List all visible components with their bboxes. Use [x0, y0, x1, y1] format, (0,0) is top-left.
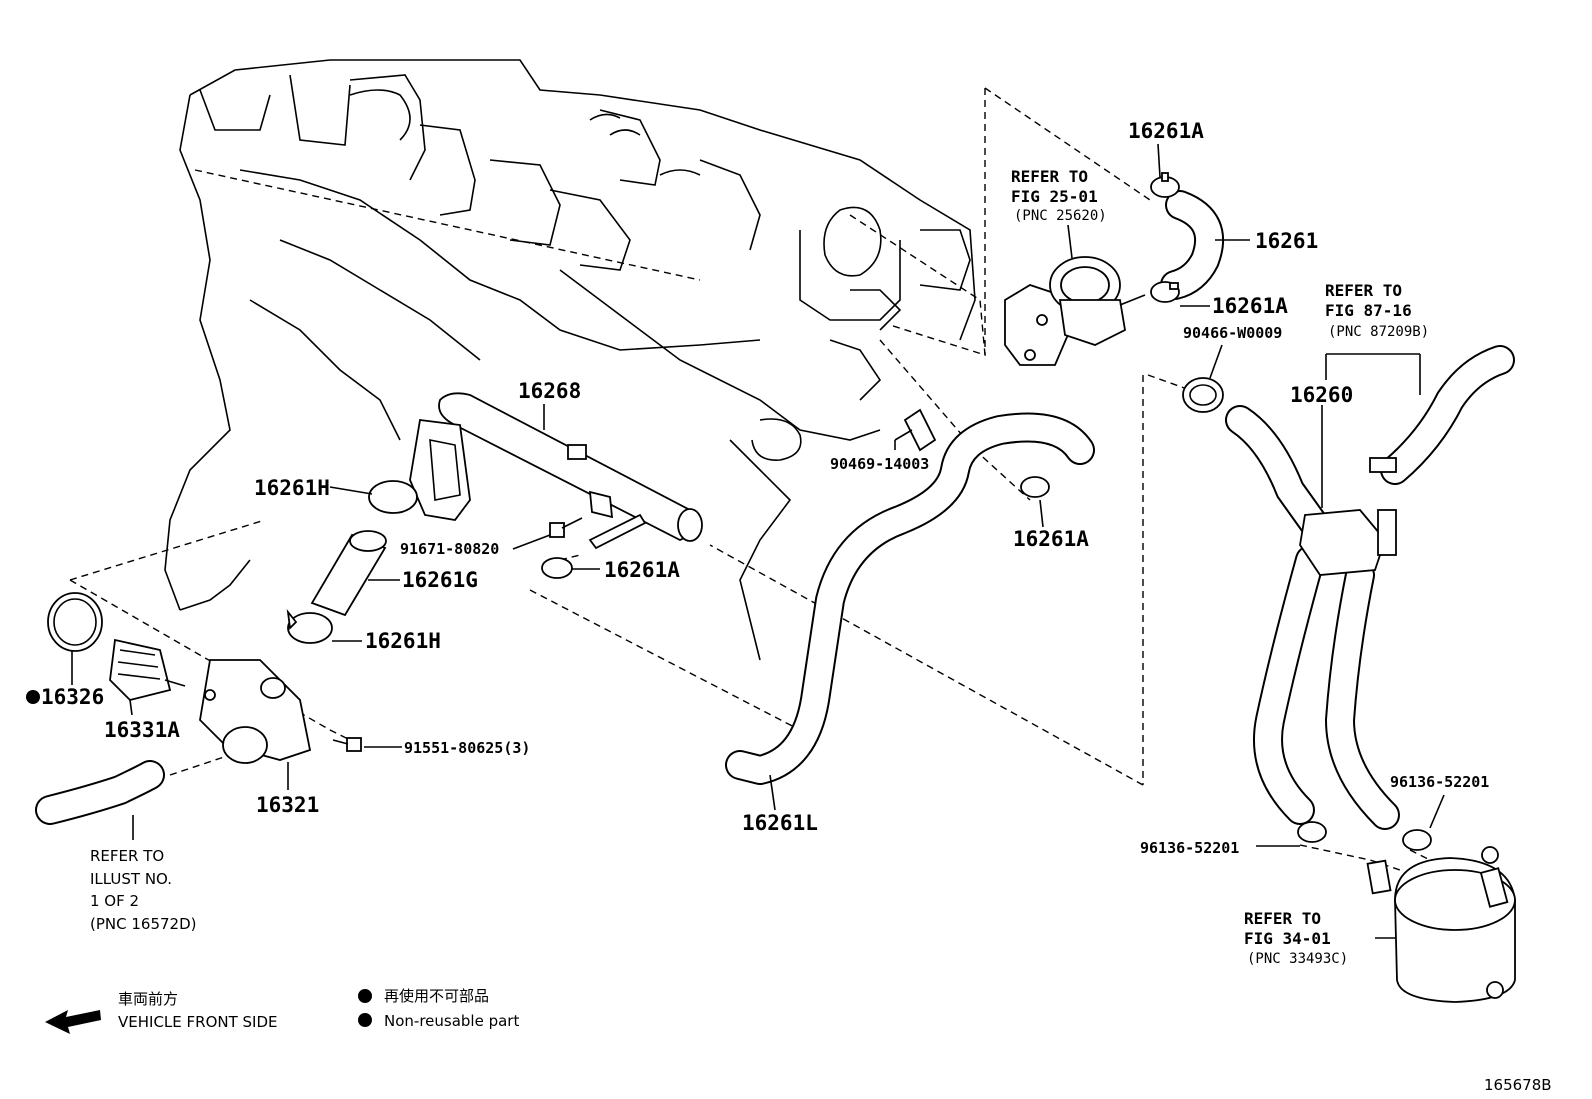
leader-lines [71, 143, 1445, 939]
legend-front-jp: 車両前方 [118, 990, 178, 1008]
clip-90469-14003 [903, 408, 937, 452]
clamp-16261A-lower [541, 557, 573, 579]
arrow-left-icon [45, 1010, 101, 1034]
label-16261L: 16261L [742, 811, 818, 835]
svg-text:(PNC 87209B): (PNC 87209B) [1328, 324, 1429, 340]
clamp-96136-52201-right [1402, 829, 1432, 851]
clamp-16261A-top [1150, 172, 1180, 198]
hose-16261 [1160, 190, 1224, 300]
water-inlet-16321 [199, 659, 312, 764]
svg-text:(PNC 33493C): (PNC 33493C) [1247, 951, 1348, 967]
legend-nonreuse-jp: 再使用不可部品 [384, 987, 489, 1005]
label-16261A-right: 16261A [1013, 527, 1089, 551]
label-16261G: 16261G [402, 568, 478, 592]
svg-text:REFER TO: REFER TO [1011, 167, 1088, 186]
legend-front-en: VEHICLE FRONT SIDE [118, 1013, 278, 1031]
filled-circle-icon [358, 989, 372, 1003]
oil-cooler-fig34 [1366, 846, 1516, 1003]
hose-16261L [725, 412, 1095, 785]
svg-text:REFER TO: REFER TO [90, 847, 164, 865]
label-91671-80820: 91671-80820 [400, 540, 499, 558]
clamp-16261A-mid [1150, 281, 1180, 303]
pipe-16268 [409, 392, 703, 542]
bolt-91671-80820 [549, 513, 647, 550]
label-90469-14003: 90469-14003 [830, 455, 929, 473]
figure-code: 165678B [1484, 1076, 1552, 1094]
svg-text:1 OF 2: 1 OF 2 [90, 892, 139, 910]
svg-text:FIG 87-16: FIG 87-16 [1325, 301, 1412, 320]
note-refer-fig34: REFER TO FIG 34-01 (PNC 33493C) [1244, 909, 1348, 967]
svg-text:(PNC 16572D): (PNC 16572D) [90, 915, 196, 933]
label-96136-52201-left: 96136-52201 [1140, 839, 1239, 857]
label-16261A-mid: 16261A [1212, 294, 1288, 318]
svg-text:REFER TO: REFER TO [1244, 909, 1321, 928]
label-16261H-lower: 16261H [365, 629, 441, 653]
engine-block-drawing [164, 59, 986, 661]
legend-nonreusable: 再使用不可部品 Non-reusable part [358, 987, 519, 1030]
note-refer-fig25: REFER TO FIG 25-01 (PNC 25620) [1011, 167, 1107, 224]
svg-text:FIG 34-01: FIG 34-01 [1244, 929, 1331, 948]
thermostat-16331A [109, 638, 186, 701]
svg-text:(PNC 25620): (PNC 25620) [1014, 208, 1107, 224]
bolt-91551-80625 [332, 737, 362, 752]
clamp-96136-52201-left [1297, 821, 1327, 843]
hose-refer-illust [35, 760, 165, 825]
label-16260: 16260 [1290, 383, 1353, 407]
dashed-reference-lines [69, 87, 1471, 881]
label-16321: 16321 [256, 793, 319, 817]
legend-vehicle-front: 車両前方 VEHICLE FRONT SIDE [45, 990, 278, 1034]
clamp-16261H-lower [286, 608, 333, 644]
label-16261A-top: 16261A [1128, 119, 1204, 143]
label-16261H-upper: 16261H [254, 476, 330, 500]
note-refer-fig87: REFER TO FIG 87-16 (PNC 87209B) [1325, 281, 1429, 340]
nonreusable-mark-16326 [26, 690, 40, 704]
label-90466-W0009: 90466-W0009 [1183, 324, 1282, 342]
label-91551-80625: 91551-80625(3) [404, 739, 530, 757]
label-96136-52201-right: 96136-52201 [1390, 773, 1489, 791]
legend-nonreuse-en: Non-reusable part [384, 1012, 519, 1030]
clamp-16261A-right [1020, 476, 1050, 498]
svg-text:ILLUST NO.: ILLUST NO. [90, 870, 172, 888]
clamp-90466-W0009 [1182, 377, 1224, 413]
label-16268: 16268 [518, 379, 581, 403]
note-refer-illust: REFER TO ILLUST NO. 1 OF 2 (PNC 16572D) [90, 847, 196, 933]
svg-text:REFER TO: REFER TO [1325, 281, 1402, 300]
filled-circle-icon [358, 1013, 372, 1027]
hose-16261G [310, 530, 387, 617]
gasket-16326 [47, 592, 103, 652]
label-16261: 16261 [1255, 229, 1318, 253]
label-16261A-lower: 16261A [604, 558, 680, 582]
clamp-16261H-upper [368, 480, 418, 514]
valve-unit-fig25 [1004, 256, 1146, 366]
svg-text:FIG 25-01: FIG 25-01 [1011, 187, 1098, 206]
label-16331A: 16331A [104, 718, 180, 742]
label-16326: 16326 [41, 685, 104, 709]
hose-16260-assembly [1225, 345, 1515, 830]
